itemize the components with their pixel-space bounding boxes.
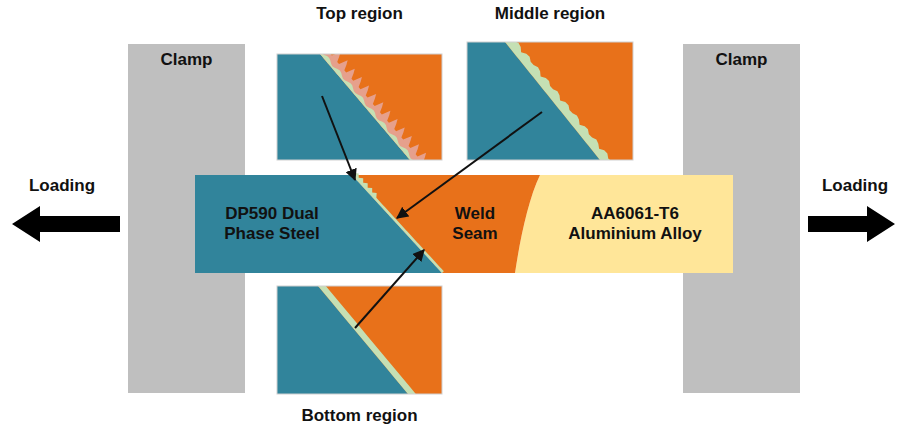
region-heading: Bottom region bbox=[301, 406, 417, 426]
inset-frame bbox=[467, 42, 633, 160]
inset-image bbox=[467, 42, 633, 160]
leader-line bbox=[355, 250, 424, 328]
load-label: Loading bbox=[29, 176, 95, 196]
region-heading: Top region bbox=[316, 4, 403, 24]
inset-frame bbox=[277, 54, 442, 160]
leader-line bbox=[397, 112, 542, 218]
inset-image bbox=[277, 286, 442, 394]
inset-image bbox=[277, 54, 442, 160]
inset-panel: Top region bbox=[277, 4, 442, 160]
inset-panel: Middle region bbox=[467, 4, 633, 160]
load-label: Loading bbox=[822, 176, 888, 196]
material-region: DP590 Dual Phase Steel bbox=[198, 175, 346, 273]
clamp-label: Clamp bbox=[161, 50, 213, 70]
material-region: Weld Seam bbox=[430, 175, 520, 273]
clamp-label-box: Clamp bbox=[128, 50, 245, 90]
region-heading: Middle region bbox=[495, 4, 606, 24]
clamp-label: Clamp bbox=[716, 50, 768, 70]
material-label: DP590 Dual Phase Steel bbox=[207, 204, 337, 245]
material-label: Weld Seam bbox=[445, 204, 505, 245]
inset-panel: Bottom region bbox=[277, 286, 442, 426]
load-arrow bbox=[12, 206, 120, 242]
aluminium-plate bbox=[515, 175, 733, 273]
load-arrow bbox=[808, 206, 895, 242]
clamp-label-box: Clamp bbox=[683, 50, 800, 90]
leader-line bbox=[322, 96, 355, 180]
steel-plate bbox=[195, 175, 442, 273]
material-label: AA6061-T6 Aluminium Alloy bbox=[555, 204, 715, 245]
interface-layer bbox=[352, 173, 444, 273]
material-region: AA6061-T6 Aluminium Alloy bbox=[540, 175, 730, 273]
inset-frame bbox=[277, 286, 442, 394]
